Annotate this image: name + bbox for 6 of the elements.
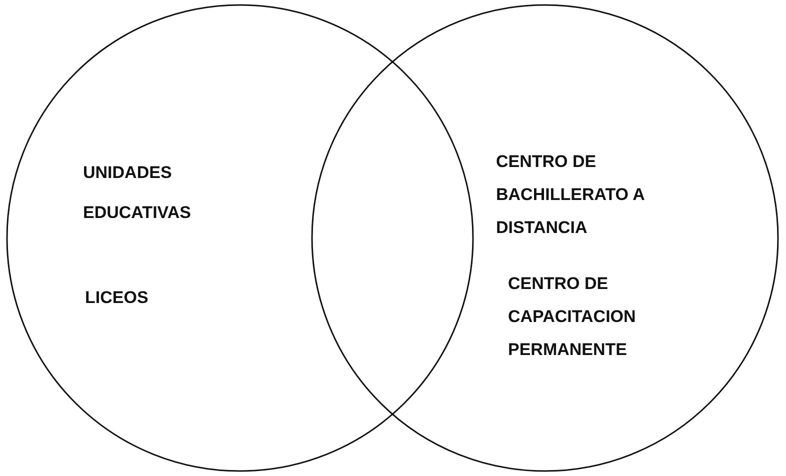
set-label: LICEOS — [85, 287, 150, 309]
set-label: CENTRO DE CAPACITACION PERMANENTE — [508, 273, 637, 361]
venn-circle — [5, 3, 475, 473]
set-label: CENTRO DE BACHILLERATO A DISTANCIA — [496, 151, 646, 239]
set-label: UNIDADES EDUCATIVAS — [83, 162, 192, 224]
venn-circle — [310, 3, 780, 473]
